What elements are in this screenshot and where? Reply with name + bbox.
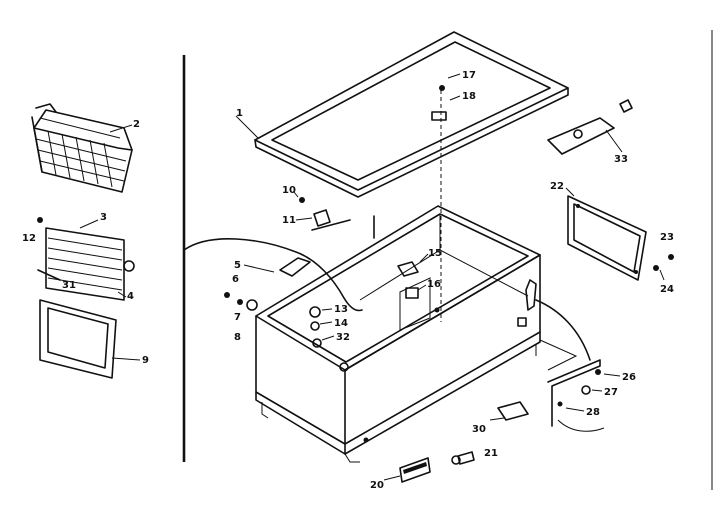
label-23: 23 xyxy=(660,232,674,243)
label-14: 14 xyxy=(334,318,348,329)
label-9: 9 xyxy=(142,355,149,366)
label-17: 17 xyxy=(462,70,476,81)
label-24: 24 xyxy=(660,284,674,295)
hinge-parts xyxy=(293,191,375,239)
label-27: 27 xyxy=(604,387,618,398)
label-12: 12 xyxy=(22,233,36,244)
label-8: 8 xyxy=(234,332,241,343)
label-16: 16 xyxy=(427,279,441,290)
label-3: 3 xyxy=(100,212,107,223)
handle-frame xyxy=(39,299,117,379)
label-13: 13 xyxy=(334,304,348,315)
right-wire xyxy=(535,299,591,361)
back-panel xyxy=(567,195,647,281)
part-20-plate xyxy=(399,457,431,483)
label-6: 6 xyxy=(232,274,239,285)
lid-latch xyxy=(431,73,461,121)
lid xyxy=(254,31,569,198)
label-10: 10 xyxy=(282,185,296,196)
label-7: 7 xyxy=(234,312,241,323)
label-32: 32 xyxy=(336,332,350,343)
label-11: 11 xyxy=(282,215,296,226)
label-31: 31 xyxy=(62,280,76,291)
label-4: 4 xyxy=(127,291,134,302)
label-18: 18 xyxy=(462,91,476,102)
label-1: 1 xyxy=(236,108,243,119)
part-33-bracket xyxy=(547,99,633,155)
right-bracket-assembly xyxy=(547,359,621,432)
label-20: 20 xyxy=(370,480,384,491)
basket-divider xyxy=(37,217,135,301)
label-2: 2 xyxy=(133,119,140,130)
screws-left xyxy=(224,292,258,311)
label-15: 15 xyxy=(428,248,442,259)
label-33: 33 xyxy=(614,154,628,165)
label-21: 21 xyxy=(484,448,498,459)
pedal xyxy=(489,401,529,421)
label-22: 22 xyxy=(550,181,564,192)
grommets xyxy=(309,306,335,348)
label-26: 26 xyxy=(622,372,636,383)
part-21-bolt xyxy=(451,451,475,465)
label-5: 5 xyxy=(234,260,241,271)
thermostat xyxy=(397,253,429,299)
power-cord xyxy=(183,238,363,312)
label-28: 28 xyxy=(586,407,600,418)
label-30: 30 xyxy=(472,424,486,435)
cabinet xyxy=(255,205,541,463)
basket xyxy=(31,103,133,193)
